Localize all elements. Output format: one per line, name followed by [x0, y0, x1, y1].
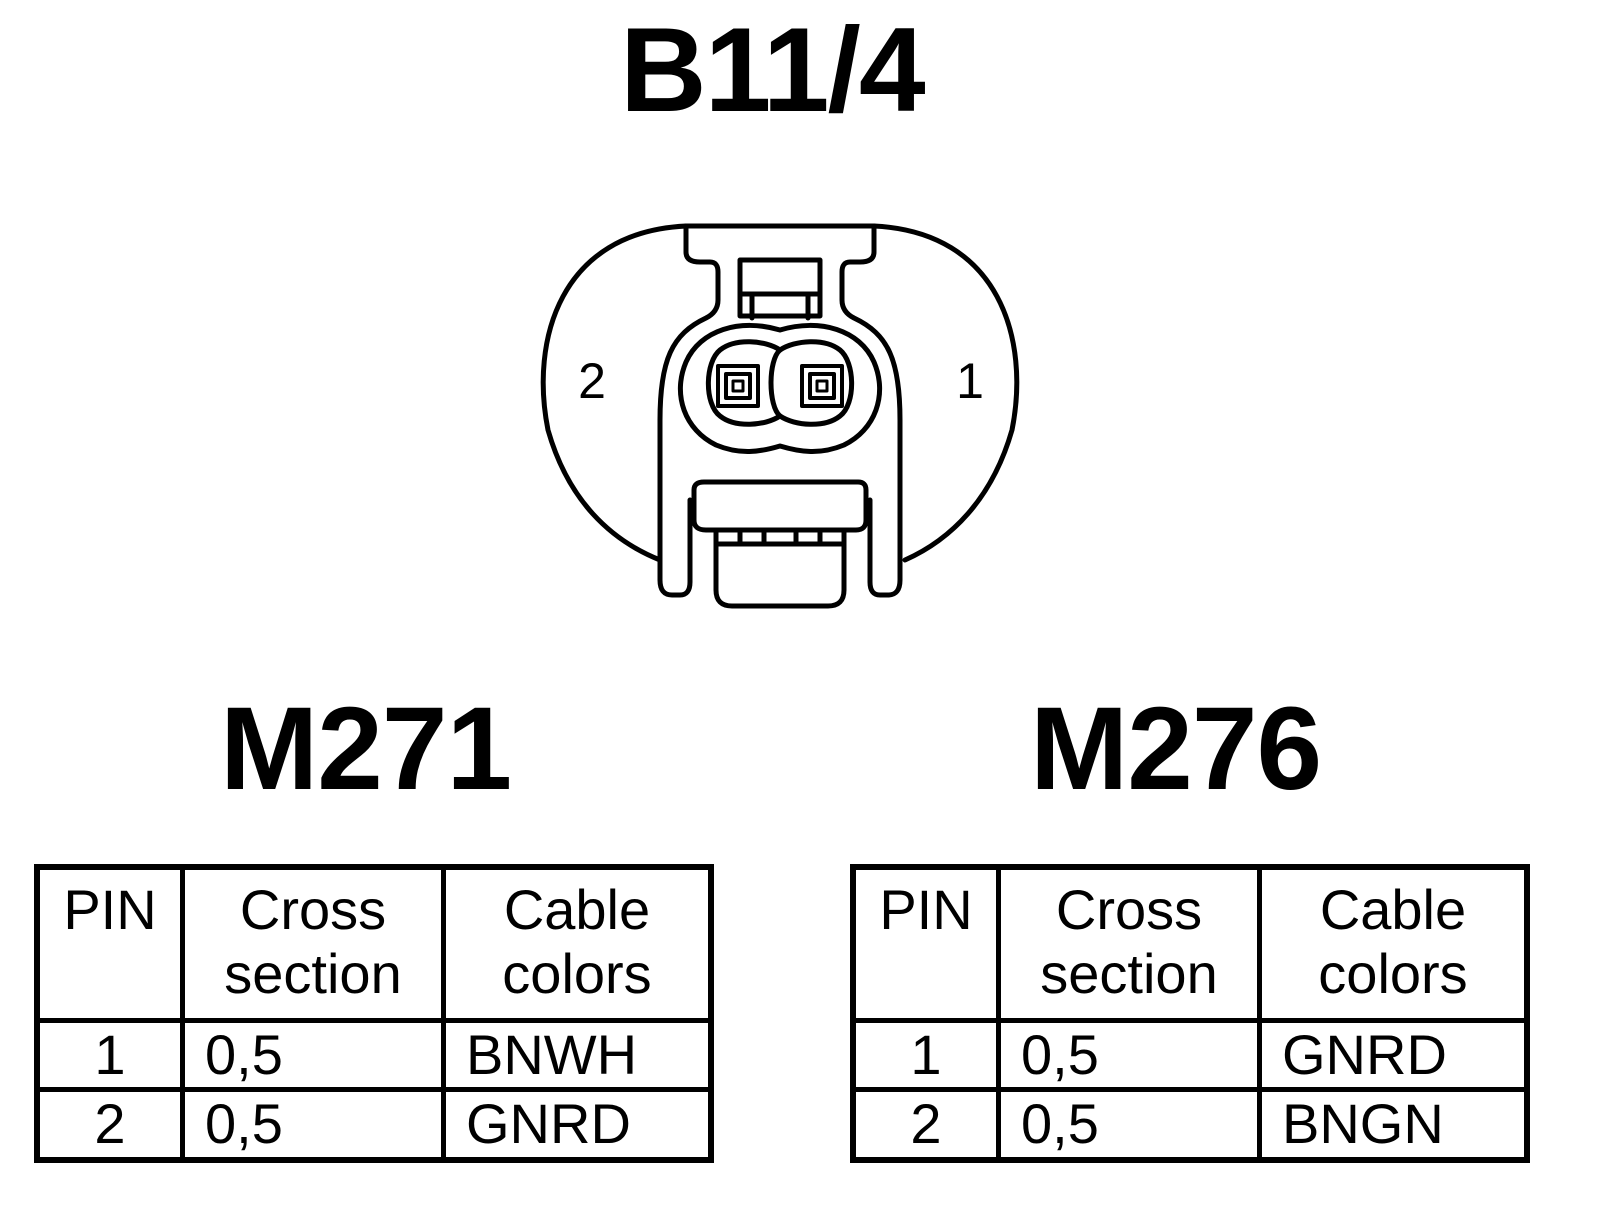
cell-cable-color: GNRD [441, 1087, 714, 1163]
cell-pin: 2 [34, 1087, 185, 1163]
table-header-row: PIN Cross section Cable colors [34, 864, 714, 1023]
cell-cable-color: BNWH [441, 1017, 714, 1093]
header-cross-section: Cross section [180, 864, 446, 1023]
cell-cross-section: 0,5 [996, 1087, 1262, 1163]
latch-frame-right [839, 223, 903, 598]
pin-1-cavity [768, 339, 855, 427]
lower-latch [691, 479, 869, 533]
table-row: 2 0,5 BNGN [850, 1087, 1530, 1163]
cell-pin: 1 [34, 1017, 185, 1093]
cell-cross-section: 0,5 [180, 1017, 446, 1093]
cell-cable-color: BNGN [1257, 1087, 1530, 1163]
pin-label-1: 1 [956, 353, 984, 409]
cell-pin: 1 [850, 1017, 1001, 1093]
pin-label-2: 2 [578, 353, 606, 409]
engine-title-m271: M271 [220, 683, 512, 815]
latch-frame [657, 223, 721, 598]
pin-table-m276: PIN Cross section Cable colors 1 0,5 GNR… [850, 864, 1530, 1163]
header-cross-section: Cross section [996, 864, 1262, 1023]
table-row: 2 0,5 GNRD [34, 1087, 714, 1163]
connector-housing-outline [540, 223, 689, 563]
cell-cross-section: 0,5 [180, 1087, 446, 1163]
cell-cable-color: GNRD [1257, 1017, 1530, 1093]
connector-title: B11/4 [620, 3, 926, 137]
table-row: 1 0,5 GNRD [850, 1017, 1530, 1093]
pin-2-terminal [716, 364, 760, 408]
header-pin: PIN [34, 864, 185, 1023]
table-header-row: PIN Cross section Cable colors [850, 864, 1530, 1023]
pin-2-cavity [705, 339, 783, 427]
header-cable-colors: Cable colors [1257, 864, 1530, 1023]
pin-table-m271: PIN Cross section Cable colors 1 0,5 BNW… [34, 864, 714, 1163]
cell-cross-section: 0,5 [996, 1017, 1262, 1093]
engine-title-m276: M276 [1030, 683, 1322, 815]
connector-face-drawing: 2 1 [540, 223, 1020, 609]
pin-1-terminal [800, 364, 844, 408]
pin-insert [677, 322, 883, 455]
table-row: 1 0,5 BNWH [34, 1017, 714, 1093]
header-cable-colors: Cable colors [441, 864, 714, 1023]
cell-pin: 2 [850, 1087, 1001, 1163]
connector-housing-outline-right [871, 223, 1020, 563]
header-pin: PIN [850, 864, 1001, 1023]
top-key [737, 257, 823, 319]
